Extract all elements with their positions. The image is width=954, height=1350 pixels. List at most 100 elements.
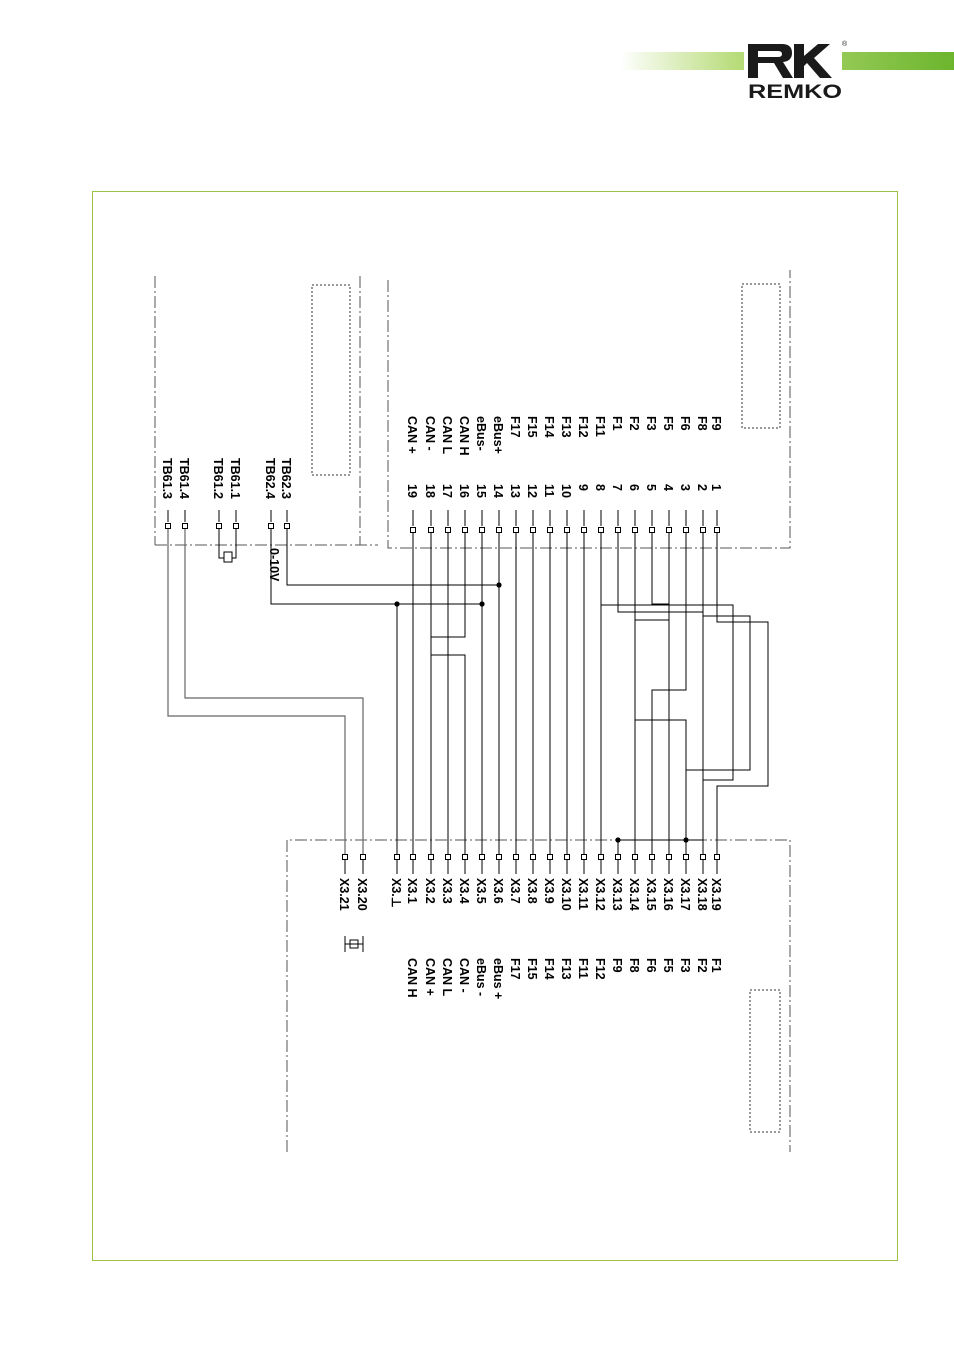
terminal-label-bottom: X3.21 xyxy=(337,878,351,911)
terminal-function-top-right: F2 xyxy=(627,416,641,431)
junction-dot xyxy=(394,601,400,607)
terminal-point xyxy=(496,854,502,860)
terminal-label-bottom: X3.11 xyxy=(576,878,590,910)
terminal-label-bottom: X3.12 xyxy=(593,878,607,911)
terminal-function-bottom: CAN + xyxy=(423,958,437,996)
terminal-function-bottom: F6 xyxy=(644,958,658,973)
terminal-point xyxy=(445,854,451,860)
terminal-label-top-left: TB62.3 xyxy=(279,458,293,499)
terminal-number-top-right: 10 xyxy=(559,484,573,498)
terminal-label-bottom: X3.4 xyxy=(457,878,471,904)
terminal-label-top-left: TB62.4 xyxy=(263,458,277,499)
terminal-number-top-right: 3 xyxy=(678,484,692,491)
terminal-point xyxy=(683,854,689,860)
terminal-point xyxy=(216,523,222,529)
terminal-point xyxy=(666,527,672,533)
terminal-function-bottom: F5 xyxy=(661,958,675,973)
terminal-label-bottom: X3.1 xyxy=(405,878,419,904)
terminal-number-top-right: 1 xyxy=(709,484,723,491)
terminal-number-top-right: 15 xyxy=(474,484,488,498)
terminal-point xyxy=(615,854,621,860)
terminal-point xyxy=(513,854,519,860)
terminal-point xyxy=(530,527,536,533)
terminal-label-top-left: TB61.1 xyxy=(228,458,242,499)
terminal-function-bottom: F8 xyxy=(627,958,641,973)
terminal-point xyxy=(182,523,188,529)
terminal-function-top-right: F14 xyxy=(542,416,556,438)
terminal-point xyxy=(683,527,689,533)
terminal-function-top-right: F1 xyxy=(610,416,624,431)
terminal-function-bottom: CAN - xyxy=(457,958,471,993)
terminal-point xyxy=(284,523,290,529)
terminal-label-bottom: X3.6 xyxy=(491,878,505,904)
terminal-function-top-right: F13 xyxy=(559,416,573,438)
terminal-label-bottom: X3.8 xyxy=(525,878,539,904)
terminal-function-bottom: F14 xyxy=(542,958,556,980)
terminal-label-top-left: TB61.2 xyxy=(211,458,225,499)
terminal-point xyxy=(428,854,434,860)
terminal-point xyxy=(547,527,553,533)
terminal-function-top-right: eBus+ xyxy=(491,416,505,454)
terminal-label-bottom: X3.17 xyxy=(678,878,692,911)
terminal-function-top-right: F5 xyxy=(661,416,675,431)
terminal-number-top-right: 8 xyxy=(593,484,607,491)
terminal-function-top-right: CAN L xyxy=(440,416,454,455)
terminal-function-bottom: F2 xyxy=(695,958,709,973)
terminal-point xyxy=(410,527,416,533)
terminal-point xyxy=(649,527,655,533)
terminal-number-top-right: 7 xyxy=(610,484,624,491)
terminal-label-top-left: TB61.3 xyxy=(160,458,174,499)
terminal-function-bottom: F1 xyxy=(709,958,723,973)
terminal-label-bottom: X3.7 xyxy=(508,878,522,904)
terminal-function-top-right: CAN - xyxy=(423,416,437,451)
terminal-function-bottom: F15 xyxy=(525,958,539,980)
terminal-function-bottom: F12 xyxy=(593,958,607,980)
terminal-point xyxy=(496,527,502,533)
terminal-label-bottom: X3.⊥ xyxy=(389,878,403,908)
terminal-label-bottom: X3.20 xyxy=(355,878,369,911)
terminal-number-top-right: 6 xyxy=(627,484,641,491)
module-outline-top-right xyxy=(387,270,791,549)
resistor-symbol xyxy=(223,551,233,563)
terminal-point xyxy=(479,527,485,533)
terminal-point xyxy=(394,854,400,860)
terminal-function-top-right: F6 xyxy=(678,416,692,431)
terminal-function-bottom: CAN L xyxy=(440,958,454,997)
terminal-function-top-right: F17 xyxy=(508,416,522,438)
terminal-point xyxy=(513,527,519,533)
terminal-number-top-right: 19 xyxy=(405,484,419,498)
remko-logo: ® REMKO xyxy=(742,40,848,103)
terminal-point xyxy=(714,527,720,533)
terminal-function-bottom: F3 xyxy=(678,958,692,973)
terminal-number-top-right: 5 xyxy=(644,484,658,491)
terminal-point xyxy=(530,854,536,860)
terminal-point xyxy=(233,523,239,529)
terminal-function-top-right: eBus- xyxy=(474,416,488,451)
terminal-label-bottom: X3.2 xyxy=(423,878,437,904)
terminal-point xyxy=(615,527,621,533)
terminal-point xyxy=(714,854,720,860)
terminal-number-top-right: 12 xyxy=(525,484,539,498)
terminal-function-top-right: F8 xyxy=(695,416,709,431)
signal-label: 0-10V xyxy=(267,548,281,582)
terminal-point xyxy=(462,527,468,533)
terminal-point xyxy=(564,527,570,533)
module-outline-top-left xyxy=(154,276,378,546)
terminal-number-top-right: 13 xyxy=(508,484,522,498)
terminal-function-top-right: CAN + xyxy=(405,416,419,454)
terminal-number-top-right: 9 xyxy=(576,484,590,491)
terminal-point xyxy=(268,523,274,529)
terminal-point xyxy=(165,523,171,529)
terminal-number-top-right: 16 xyxy=(457,484,471,498)
junction-dot xyxy=(683,837,689,843)
terminal-label-top-left: TB61.4 xyxy=(177,458,191,499)
terminal-label-bottom: X3.16 xyxy=(661,878,675,911)
terminal-number-top-right: 4 xyxy=(661,484,675,491)
terminal-function-bottom: F11 xyxy=(576,958,590,979)
terminal-function-top-right: F3 xyxy=(644,416,658,431)
terminal-label-bottom: X3.5 xyxy=(474,878,488,904)
